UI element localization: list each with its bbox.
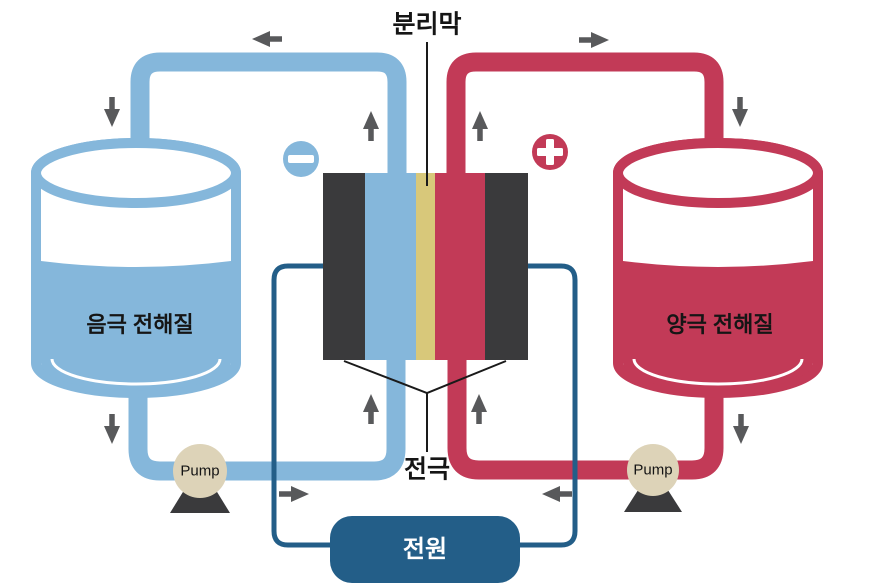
positive-tank-inner-highlight xyxy=(632,358,804,386)
negative-tank-rim xyxy=(31,138,241,208)
flow-arrow-down-icon xyxy=(104,414,120,444)
positive-loop-bottom-pipe xyxy=(447,340,724,480)
negative-tank xyxy=(31,138,241,398)
pump-left xyxy=(170,444,230,513)
minus-circle-icon xyxy=(283,141,319,177)
positive-loop-top-pipe xyxy=(446,52,724,200)
negative-tank-inner-highlight xyxy=(50,358,222,386)
power-supply-box xyxy=(330,516,520,583)
pump-left-base xyxy=(170,487,230,513)
electrode-layer-left xyxy=(323,173,365,360)
electrode-layer-right xyxy=(485,173,528,360)
flow-arrow-left-icon xyxy=(542,486,572,502)
negative-tank-liquid xyxy=(41,261,231,391)
flow-arrow-up-icon xyxy=(363,111,379,141)
positive-tank-rim xyxy=(613,138,823,208)
negative-wire xyxy=(271,263,335,548)
positive-wire xyxy=(515,263,578,548)
flow-arrow-left-icon xyxy=(252,31,282,47)
pump-left-body xyxy=(173,444,227,498)
cell-stack xyxy=(323,173,528,360)
plus-circle-icon xyxy=(532,134,568,170)
positive-tank xyxy=(613,138,823,398)
positive-flow-layer xyxy=(435,173,485,360)
negative-loop-bottom-pipe xyxy=(128,340,406,481)
electrode-leader-line xyxy=(343,360,507,452)
negative-loop-top-pipe xyxy=(130,52,407,200)
pump-right xyxy=(624,444,682,512)
separator-layer xyxy=(416,173,435,360)
flow-arrow-right-icon xyxy=(579,32,609,48)
positive-tank-liquid xyxy=(623,261,813,391)
flow-arrow-down-icon xyxy=(732,97,748,127)
flow-arrow-down-icon xyxy=(104,97,120,127)
flow-arrow-up-icon xyxy=(471,394,487,424)
flow-arrow-up-icon xyxy=(472,111,488,141)
pump-right-base xyxy=(624,487,682,512)
flow-arrow-down-icon xyxy=(733,414,749,444)
flow-arrow-up-icon xyxy=(363,394,379,424)
pump-right-body xyxy=(627,444,679,496)
negative-flow-layer xyxy=(365,173,416,360)
flow-arrow-right-icon xyxy=(279,486,309,502)
